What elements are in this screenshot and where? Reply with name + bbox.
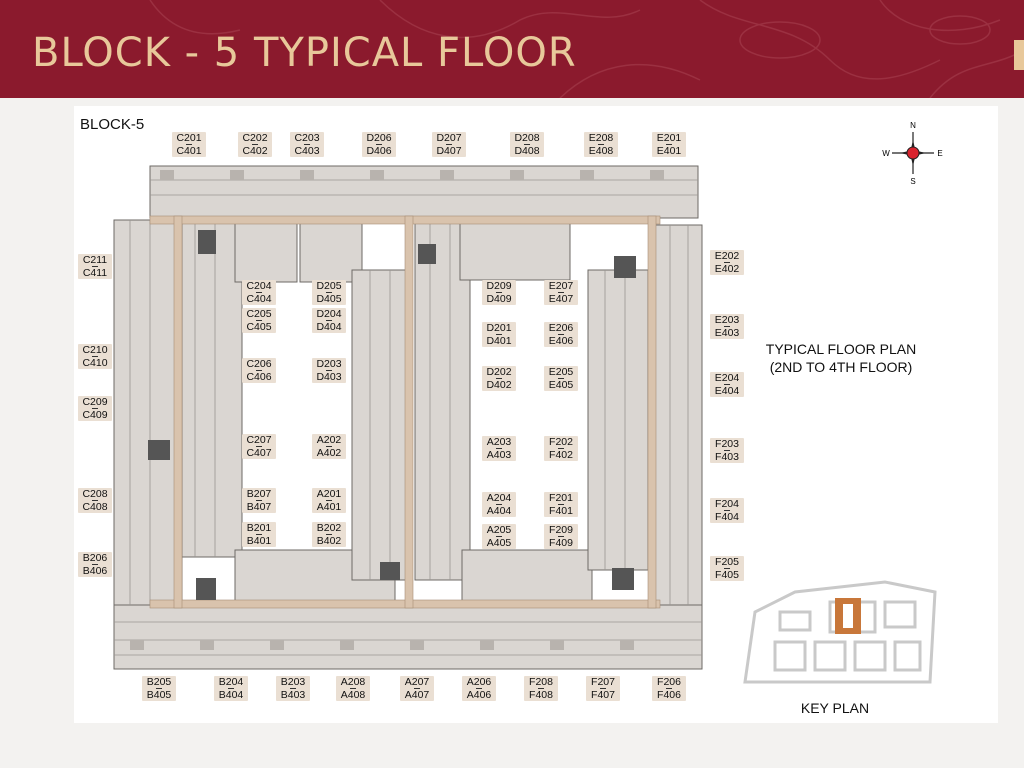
- west-units: [113, 219, 183, 606]
- wing-1-top-left: [234, 221, 298, 283]
- wing-1-west: [181, 221, 243, 558]
- typical-floor-title: TYPICAL FLOOR PLAN: [765, 341, 917, 357]
- key-plan-label: KEY PLAN: [800, 700, 870, 716]
- wing-2-west: [351, 269, 413, 581]
- compass-w: W: [882, 149, 890, 158]
- wing-3-west: [587, 269, 649, 571]
- floral-background-icon: [149, 0, 1024, 98]
- wing-2-east: [414, 221, 471, 581]
- compass-e: E: [937, 149, 942, 158]
- key-plan-map: [743, 580, 937, 684]
- header-banner: BLOCK - 5 TYPICAL FLOOR: [0, 0, 1024, 98]
- south-units: [113, 604, 703, 670]
- typical-floor-caption: TYPICAL FLOOR PLAN (2ND TO 4TH FLOOR): [746, 340, 936, 376]
- block-label: BLOCK-5: [80, 116, 145, 133]
- east-units: [653, 224, 703, 606]
- west-corridor: [173, 215, 183, 609]
- central-corridor: [404, 215, 414, 609]
- page-title: BLOCK - 5 TYPICAL FLOOR: [32, 30, 577, 76]
- wing-2-top: [459, 221, 571, 281]
- compass-n: N: [910, 121, 916, 130]
- compass-s: S: [910, 177, 915, 186]
- typical-floor-range: (2ND TO 4TH FLOOR): [769, 359, 913, 375]
- east-corridor: [647, 215, 657, 609]
- compass-icon: N S E W: [882, 121, 942, 186]
- wing-2-bottom: [461, 549, 593, 606]
